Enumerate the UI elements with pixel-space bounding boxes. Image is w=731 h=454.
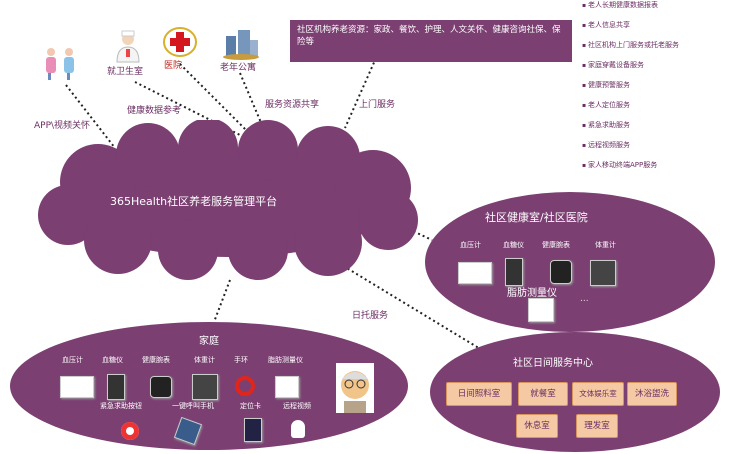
elderly-person-icon	[336, 363, 374, 413]
link-app-video: APP\视频关怀	[34, 121, 91, 131]
home-device-label: 手环	[234, 356, 248, 364]
home-device-label: 血糖仪	[102, 356, 123, 364]
blood-pressure-icon	[458, 262, 492, 284]
watch-icon	[150, 376, 172, 398]
clinic-device-label: 健康腕表	[542, 241, 570, 249]
home-device-label: 定位卡	[240, 402, 261, 410]
service-list: 老人长期健康数据报表 老人信息共享 社区机构上门服务或托老服务 家庭穿戴设备服务…	[582, 0, 679, 171]
list-item: 紧急求助服务	[582, 120, 679, 131]
clinic-title: 社区健康室/社区医院	[485, 211, 588, 224]
doctor-icon	[113, 30, 143, 64]
wristband-icon	[235, 376, 255, 396]
hospital-label: 医院	[164, 61, 183, 71]
platform-title: 365Health社区养老服务管理平台	[110, 195, 278, 208]
fat-meter-label: 脂肪测量仪	[507, 288, 557, 299]
apartment-label: 老年公寓	[220, 63, 257, 73]
connector-app	[65, 84, 116, 149]
home-device-label: 一键呼叫手机	[172, 402, 214, 410]
clinic-device-label: 血压计	[460, 241, 481, 249]
glucose-meter-icon	[505, 258, 523, 286]
room-daycare: 日间照料室	[446, 382, 512, 406]
list-item: 家人移动终端APP服务	[582, 160, 679, 171]
home-device-label: 健康腕表	[142, 356, 170, 364]
link-health-ref: 健康数据参考	[127, 106, 182, 116]
hospital-icon	[162, 26, 198, 58]
fat-meter-icon	[528, 298, 554, 322]
list-item: 远程视频服务	[582, 140, 679, 151]
apartment-icon	[222, 28, 260, 60]
home-title: 家庭	[199, 336, 219, 347]
connector-daycenter	[321, 252, 483, 351]
room-rest: 休息室	[516, 414, 558, 438]
connector-hospital	[179, 63, 249, 133]
room-dining: 就餐室	[518, 382, 568, 406]
glucose-meter-icon	[107, 374, 125, 400]
blood-pressure-icon	[60, 376, 94, 398]
connector-home	[213, 279, 231, 323]
home-device-label: 远程视频	[283, 402, 311, 410]
room-bath: 沐浴盥洗	[627, 382, 677, 406]
list-item: 老人定位服务	[582, 100, 679, 111]
connector-apartment	[239, 72, 263, 126]
home-device-label: 脂肪测量仪	[268, 356, 303, 364]
list-item: 老人长期健康数据报表	[582, 0, 679, 11]
family-video-icon	[40, 42, 80, 82]
list-item: 社区机构上门服务或托老服务	[582, 40, 679, 51]
home-device-label: 血压计	[62, 356, 83, 364]
home-device-label: 紧急求助按钮	[100, 402, 142, 410]
fat-meter-icon	[275, 376, 299, 398]
home-device-label: 体重计	[194, 356, 215, 364]
resource-box: 社区机构养老资源：家政、餐饮、护理、人文关怀、健康咨询社保、保险等	[290, 20, 572, 62]
scale-icon	[192, 374, 218, 400]
doctor-label: 就卫生室	[107, 67, 144, 77]
camera-icon	[291, 420, 305, 438]
platform-cloud	[38, 120, 418, 280]
link-home-service: 上门服务	[359, 100, 396, 110]
locator-card-icon	[244, 418, 262, 442]
clinic-device-label: 血糖仪	[503, 241, 524, 249]
sos-button-icon	[121, 422, 139, 440]
room-recreation: 文体娱乐室	[572, 382, 624, 406]
clinic-device-label: 体重计	[595, 241, 616, 249]
clinic-ellipsis: ...	[580, 294, 589, 304]
list-item: 家庭穿戴设备服务	[582, 60, 679, 71]
connector-resources	[344, 57, 377, 129]
watch-icon	[550, 260, 572, 284]
room-barber: 理发室	[576, 414, 618, 438]
list-item: 健康预警服务	[582, 80, 679, 91]
link-resource-share: 服务资源共享	[265, 100, 320, 110]
daycenter-title: 社区日间服务中心	[513, 358, 593, 369]
list-item: 老人信息共享	[582, 20, 679, 31]
link-day-care: 日托服务	[352, 311, 389, 321]
scale-icon	[590, 260, 616, 286]
